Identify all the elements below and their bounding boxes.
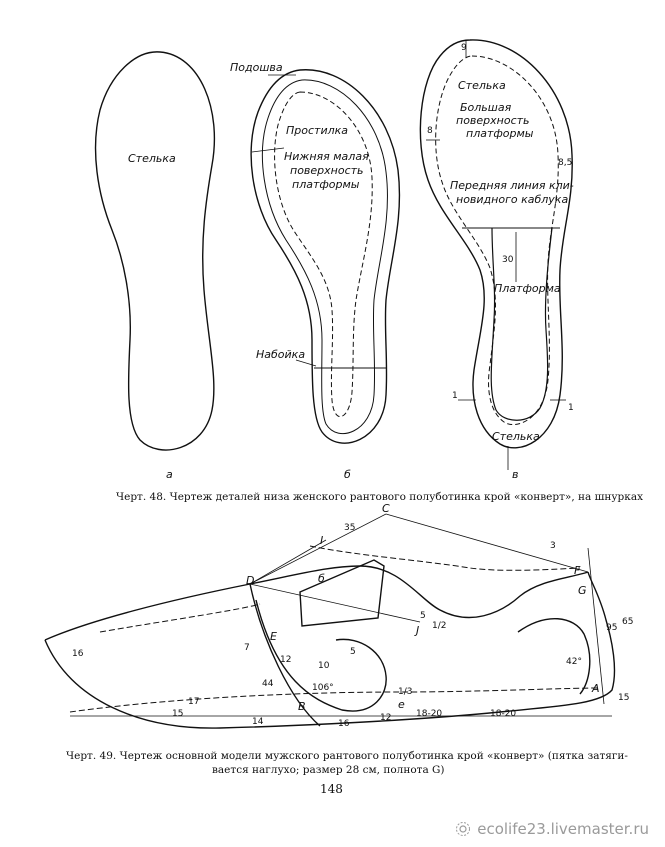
label-lower-surface-1: Нижняя малая: [284, 150, 369, 163]
filler-dashed-b: [274, 91, 373, 418]
dim49-16b: 16: [338, 719, 350, 729]
dim49-5b: 5: [350, 647, 356, 657]
construction-DJ: [249, 583, 421, 623]
dim-1-left-text: 1: [452, 391, 458, 401]
platform-inner-c: [490, 227, 553, 421]
dim49-12: 1/2: [432, 621, 446, 631]
dim-85: 8,5: [558, 158, 572, 168]
dim49-106: 106°: [312, 683, 334, 693]
dim-1-right-text: 1: [568, 403, 574, 413]
label-lower-surface-3: платформы: [292, 178, 360, 191]
point-D: D: [246, 574, 254, 587]
page-number: 148: [320, 782, 343, 796]
construction-CF: [385, 513, 589, 573]
label-heel-lift: Набойка: [256, 348, 305, 361]
insole-outline-a: [94, 51, 216, 451]
platform-outline-c: [419, 39, 573, 449]
shoe-bottom-outline: [44, 571, 616, 729]
point-J: J: [414, 624, 419, 637]
vertical-F: [587, 547, 605, 705]
label-platform: Платформа: [494, 282, 561, 295]
dim49-35: 35: [344, 523, 355, 533]
dim49-7: 7: [244, 643, 250, 653]
point-e: е: [398, 698, 405, 711]
label-insole-a: Стелька: [128, 152, 176, 165]
letter-a: а: [166, 468, 173, 481]
dashed-lower: [69, 687, 601, 713]
heel-pocket: [517, 618, 591, 695]
dim49-5a: 5: [420, 611, 426, 621]
dim49-15a: 15: [618, 693, 629, 703]
point-E: E: [270, 630, 277, 643]
dim49-1820a: 18-20: [416, 709, 442, 719]
label-filler: Простилка: [286, 124, 348, 137]
caption-fig49-line1: Черт. 49. Чертеж основной модели мужског…: [66, 750, 628, 762]
tongue-shape: [299, 559, 385, 627]
dim-30: 30: [502, 255, 514, 265]
dim49-42: 42°: [566, 657, 582, 667]
shoe-pattern: [44, 513, 616, 729]
point-B: B: [298, 700, 306, 713]
dim49-1820b: 18-20: [490, 709, 516, 719]
dim49-44: 44: [262, 679, 274, 689]
label-big-surface-2: поверхность: [456, 114, 530, 127]
dim49-16: 16: [72, 649, 84, 659]
label-sole: Подошва: [230, 61, 283, 74]
leader-heel-lift: [295, 359, 317, 367]
dim49-14: 14: [252, 717, 264, 727]
sole-inner-b: [261, 79, 388, 435]
flower-icon: [456, 822, 471, 836]
caption-fig48: Черт. 48. Чертеж деталей низа женского р…: [116, 491, 644, 503]
dashed-mid: [99, 603, 261, 633]
shoe-top-outline: [44, 565, 589, 641]
leader-filler: [251, 147, 285, 153]
point-G: G: [578, 584, 587, 597]
caption-fig49-line2: вается наглухо; размер 28 см, полнота G): [212, 764, 445, 776]
letter-b: б: [344, 468, 351, 481]
construction-DI: [249, 539, 327, 585]
label-lower-surface-2: поверхность: [290, 164, 364, 177]
dim49-17: 17: [188, 697, 199, 707]
dim49-12a: 12: [280, 655, 291, 665]
letter-c: в: [512, 468, 518, 481]
vamp-line: [249, 583, 321, 727]
quarter-curve: [255, 599, 387, 712]
label-insole-c-bottom: Стелька: [492, 430, 540, 443]
label-insole-c-top: Стелька: [458, 79, 506, 92]
label-front-line-2: новидного каблука: [456, 193, 568, 206]
point-A: A: [591, 682, 600, 695]
dim-8: 8: [427, 126, 433, 136]
dim-9: 9: [461, 43, 467, 53]
watermark: ecolife23.livemaster.ru: [455, 820, 649, 838]
dim49-10: 10: [318, 661, 330, 671]
construction-DC: [249, 513, 387, 585]
label-big-surface-3: платформы: [466, 127, 534, 140]
platform-dashed-c: [435, 55, 559, 426]
point-C: C: [382, 502, 390, 515]
dim49-12b: 12: [380, 713, 391, 723]
point-b: б: [318, 572, 325, 585]
dim49-3: 3: [550, 541, 556, 551]
dim49-65: 65: [622, 617, 633, 627]
point-I: I: [320, 534, 323, 547]
label-front-line-1: Передняя линия кли-: [450, 179, 574, 192]
dim49-13: 1/3: [398, 687, 412, 697]
dim49-95: 95: [606, 623, 617, 633]
watermark-text: ecolife23.livemaster.ru: [477, 820, 649, 838]
label-big-surface-1: Большая: [460, 101, 512, 114]
sole-outline-b: [250, 69, 401, 444]
point-F: F: [574, 564, 581, 577]
dim49-15b: 15: [172, 709, 183, 719]
